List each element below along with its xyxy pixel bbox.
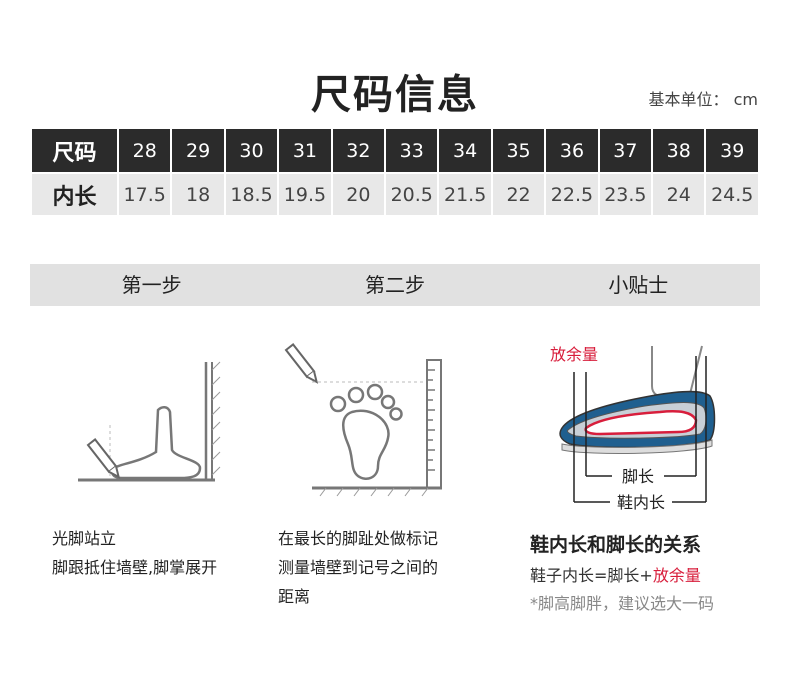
size-cell: 33 — [384, 127, 440, 174]
step1-illustration — [78, 361, 221, 482]
step2-line3: 距离 — [278, 587, 311, 606]
size-cell: 30 — [223, 127, 280, 174]
step2-description: 在最长的脚趾处做标记 测量墙壁到记号之间的 距离 — [278, 524, 438, 611]
length-cell: 20.5 — [384, 172, 440, 217]
size-header: 尺码 — [30, 127, 119, 174]
length-cell: 22 — [490, 172, 547, 217]
foot-length-label: 脚长 — [622, 467, 654, 486]
length-cell: 24 — [651, 172, 707, 217]
size-cell: 34 — [437, 127, 493, 174]
size-cell: 36 — [544, 127, 600, 174]
tip-heading: 小贴士 — [608, 273, 669, 297]
size-cell: 32 — [330, 127, 387, 174]
tip-title: 鞋内长和脚长的关系 — [530, 534, 702, 556]
size-cell: 38 — [651, 127, 707, 174]
size-cell: 37 — [597, 127, 654, 174]
length-cell: 22.5 — [544, 172, 600, 217]
step1-description: 光脚站立 脚跟抵住墙壁,脚掌展开 — [52, 524, 217, 582]
size-cell: 28 — [116, 127, 173, 174]
length-row: 内长 17.5 18 18.5 19.5 20 20.5 21.5 22 22.… — [30, 172, 760, 217]
step1-line2: 脚跟抵住墙壁,脚掌展开 — [52, 558, 218, 577]
length-cell: 20 — [330, 172, 387, 217]
length-cell: 24.5 — [704, 172, 760, 217]
tip-formula: 鞋子内长=脚长+放余量 — [530, 562, 701, 586]
allowance-label: 放余量 — [550, 345, 598, 364]
length-cell: 18 — [170, 172, 226, 217]
length-cell: 18.5 — [223, 172, 280, 217]
unit-label: 基本单位： cm — [648, 90, 758, 109]
step2-line1: 在最长的脚趾处做标记 — [278, 529, 439, 548]
length-cell: 23.5 — [597, 172, 654, 217]
step2-heading: 第二步 — [364, 273, 425, 297]
length-cell: 21.5 — [437, 172, 493, 217]
size-cell: 31 — [277, 127, 333, 174]
tip-illustration: 放余量 脚长 鞋内长 — [550, 345, 716, 512]
tip-formula-allowance: 放余量 — [652, 566, 701, 585]
length-cell: 17.5 — [116, 172, 173, 217]
size-table: 尺码 28 29 30 31 32 33 34 35 36 37 38 39 内… — [30, 127, 760, 217]
tip-formula-prefix: 鞋子内长=脚长+ — [530, 566, 653, 585]
step2-illustration — [284, 343, 442, 497]
tip-note: *脚高脚胖，建议选大一码 — [530, 594, 715, 613]
step2-line2: 测量墙壁到记号之间的 — [278, 558, 439, 577]
page-title: 尺码信息 — [311, 72, 479, 118]
size-cell: 35 — [490, 127, 547, 174]
step1-heading: 第一步 — [121, 273, 182, 297]
inner-length-label: 鞋内长 — [617, 493, 665, 512]
length-header: 内长 — [30, 172, 119, 217]
size-cell: 39 — [704, 127, 760, 174]
step1-line1: 光脚站立 — [52, 529, 117, 548]
length-cell: 19.5 — [277, 172, 333, 217]
steps-bar: 第一步 第二步 小贴士 — [30, 264, 760, 306]
size-cell: 29 — [170, 127, 226, 174]
size-row: 尺码 28 29 30 31 32 33 34 35 36 37 38 39 — [30, 127, 760, 174]
